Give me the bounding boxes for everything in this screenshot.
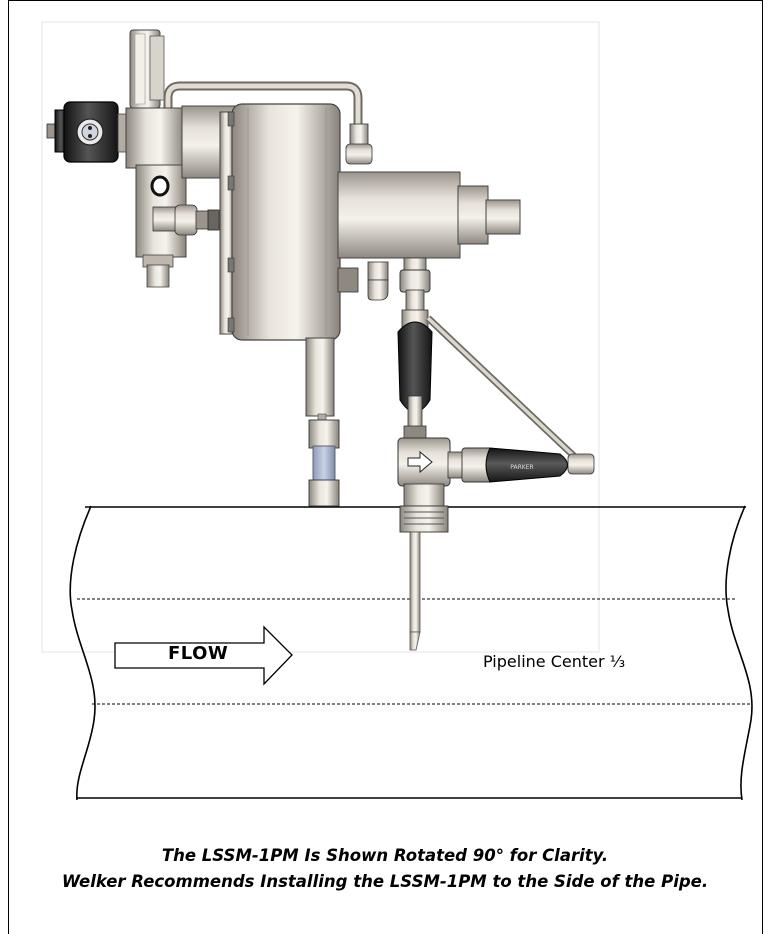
elbow-fitting — [367, 261, 389, 301]
flow-arrow — [114, 625, 293, 686]
pipeline-center-label: Pipeline Center ⅓ — [483, 652, 626, 671]
flow-tee — [397, 437, 451, 507]
page-frame — [8, 0, 763, 934]
drain-line — [305, 337, 340, 507]
lower-needle-valve: PARKER — [447, 447, 568, 483]
pipe-left-break — [69, 505, 96, 801]
upper-needle-valve — [397, 257, 433, 441]
top-elbow-fitting — [345, 123, 373, 165]
main-flange — [219, 103, 347, 341]
parker-brand-label: PARKER — [510, 464, 533, 471]
sampler-assembly: PARKER — [46, 29, 595, 651]
pipe-right-break — [725, 505, 753, 801]
flow-label: FLOW — [168, 643, 229, 664]
side-fitting — [337, 267, 359, 293]
caption-line-1: The LSSM-1PM Is Shown Rotated 90° for Cl… — [161, 846, 609, 865]
junction-box — [46, 101, 127, 163]
pressure-gauge — [129, 29, 165, 109]
caption-line-2: Welker Recommends Installing the LSSM-1P… — [61, 872, 709, 891]
front-cylinder — [337, 171, 521, 259]
sample-probe — [399, 505, 449, 651]
